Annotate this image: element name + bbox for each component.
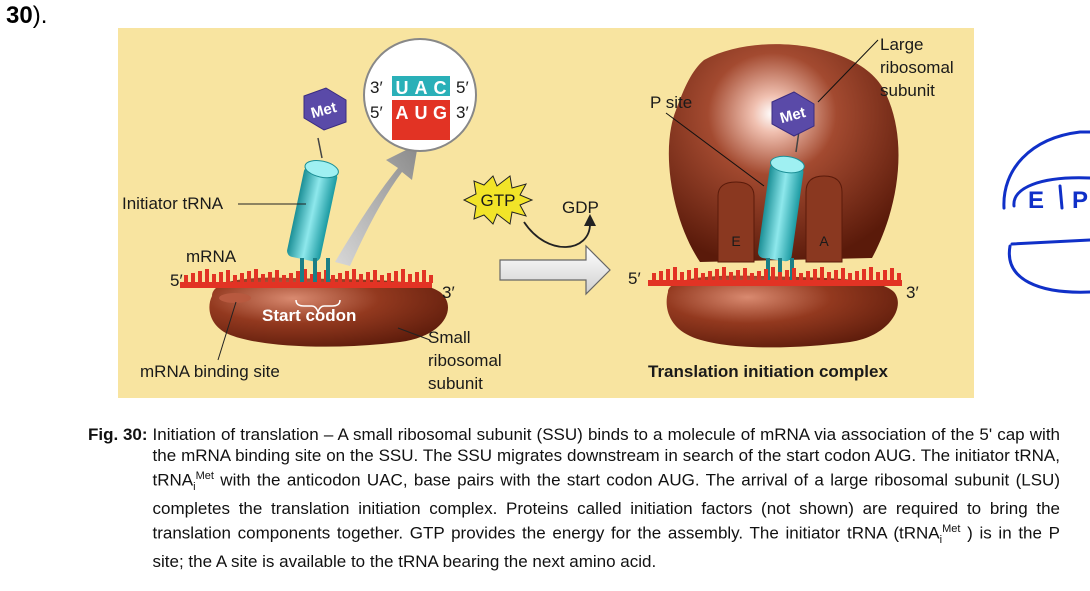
right-met-label: Met [778,104,807,127]
small-subunit-label-1: Small [428,328,471,347]
anticodon-a: A [415,78,428,98]
figure-caption: Fig. 30: Initiation of translation – A s… [88,424,1060,572]
start-codon-label: Start codon [262,306,356,325]
mrna-label: mRNA [186,247,237,266]
small-subunit-label-3: subunit [428,374,483,393]
large-subunit-label-1: Large [880,35,923,54]
gdp-label: GDP [562,198,599,217]
gtp-burst [462,175,534,225]
anticodon-u: U [396,78,409,98]
annotation-e: E [1028,187,1044,214]
left-3prime: 3′ [442,283,455,302]
inset-5prime-bottom: 5′ [370,103,383,122]
large-subunit-label-3: subunit [880,81,935,100]
left-5prime: 5′ [170,271,183,290]
annotation-p: P [1072,187,1088,214]
right-5prime: 5′ [628,269,641,288]
large-subunit-label-2: ribosomal [880,58,954,77]
translation-diagram: Met U A C A U G 3′ 5′ 5′ 3′ Initiator tR… [118,28,1090,398]
a-site-shape [805,175,843,263]
e-site-label: E [731,233,740,249]
zoom-arrow [335,144,418,266]
right-small-subunit [666,275,898,348]
left-panel: Met U A C A U G 3′ 5′ 5′ 3′ Initiator tR… [122,38,502,393]
inset-3prime-top: 3′ [370,78,383,97]
handwritten-annotation [1002,130,1090,294]
p-site-label: P site [650,93,692,112]
caption-text: Initiation of translation – A small ribo… [152,425,1060,572]
met-label: Met [309,99,338,122]
anticodon-c: C [434,78,447,98]
codon-a: A [396,103,409,123]
codon-u: U [415,103,428,123]
complex-label: Translation initiation complex [648,362,888,381]
mrna-binding-groove [219,293,251,303]
right-3prime: 3′ [906,283,919,302]
codon-g: G [433,103,447,123]
caption-label: Fig. 30: [88,425,148,444]
a-site-label: A [819,233,829,249]
page-number: 30). [6,2,48,29]
e-site-shape [717,181,755,263]
middle-transition: GTP GDP [462,175,611,296]
inset-5prime-top: 5′ [456,78,469,97]
right-met-hexagon [771,91,815,137]
inset-3prime-bottom: 3′ [456,103,469,122]
mrna-strand [180,282,432,288]
right-trna-shape [757,155,805,262]
small-subunit-shape [209,277,448,347]
progress-arrow [499,244,611,296]
right-panel: E A Met P site Large ribosomal subunit 5… [628,35,954,381]
gtp-label: GTP [481,191,516,210]
right-mrna-strand [648,280,902,286]
mrna-binding-site-label: mRNA binding site [140,362,280,381]
small-subunit-label-2: ribosomal [428,351,502,370]
initiator-trna-label: Initiator tRNA [122,194,224,213]
initiator-trna-shape [287,160,339,262]
right-mrna-bases [652,267,901,281]
met-hexagon [303,87,347,131]
